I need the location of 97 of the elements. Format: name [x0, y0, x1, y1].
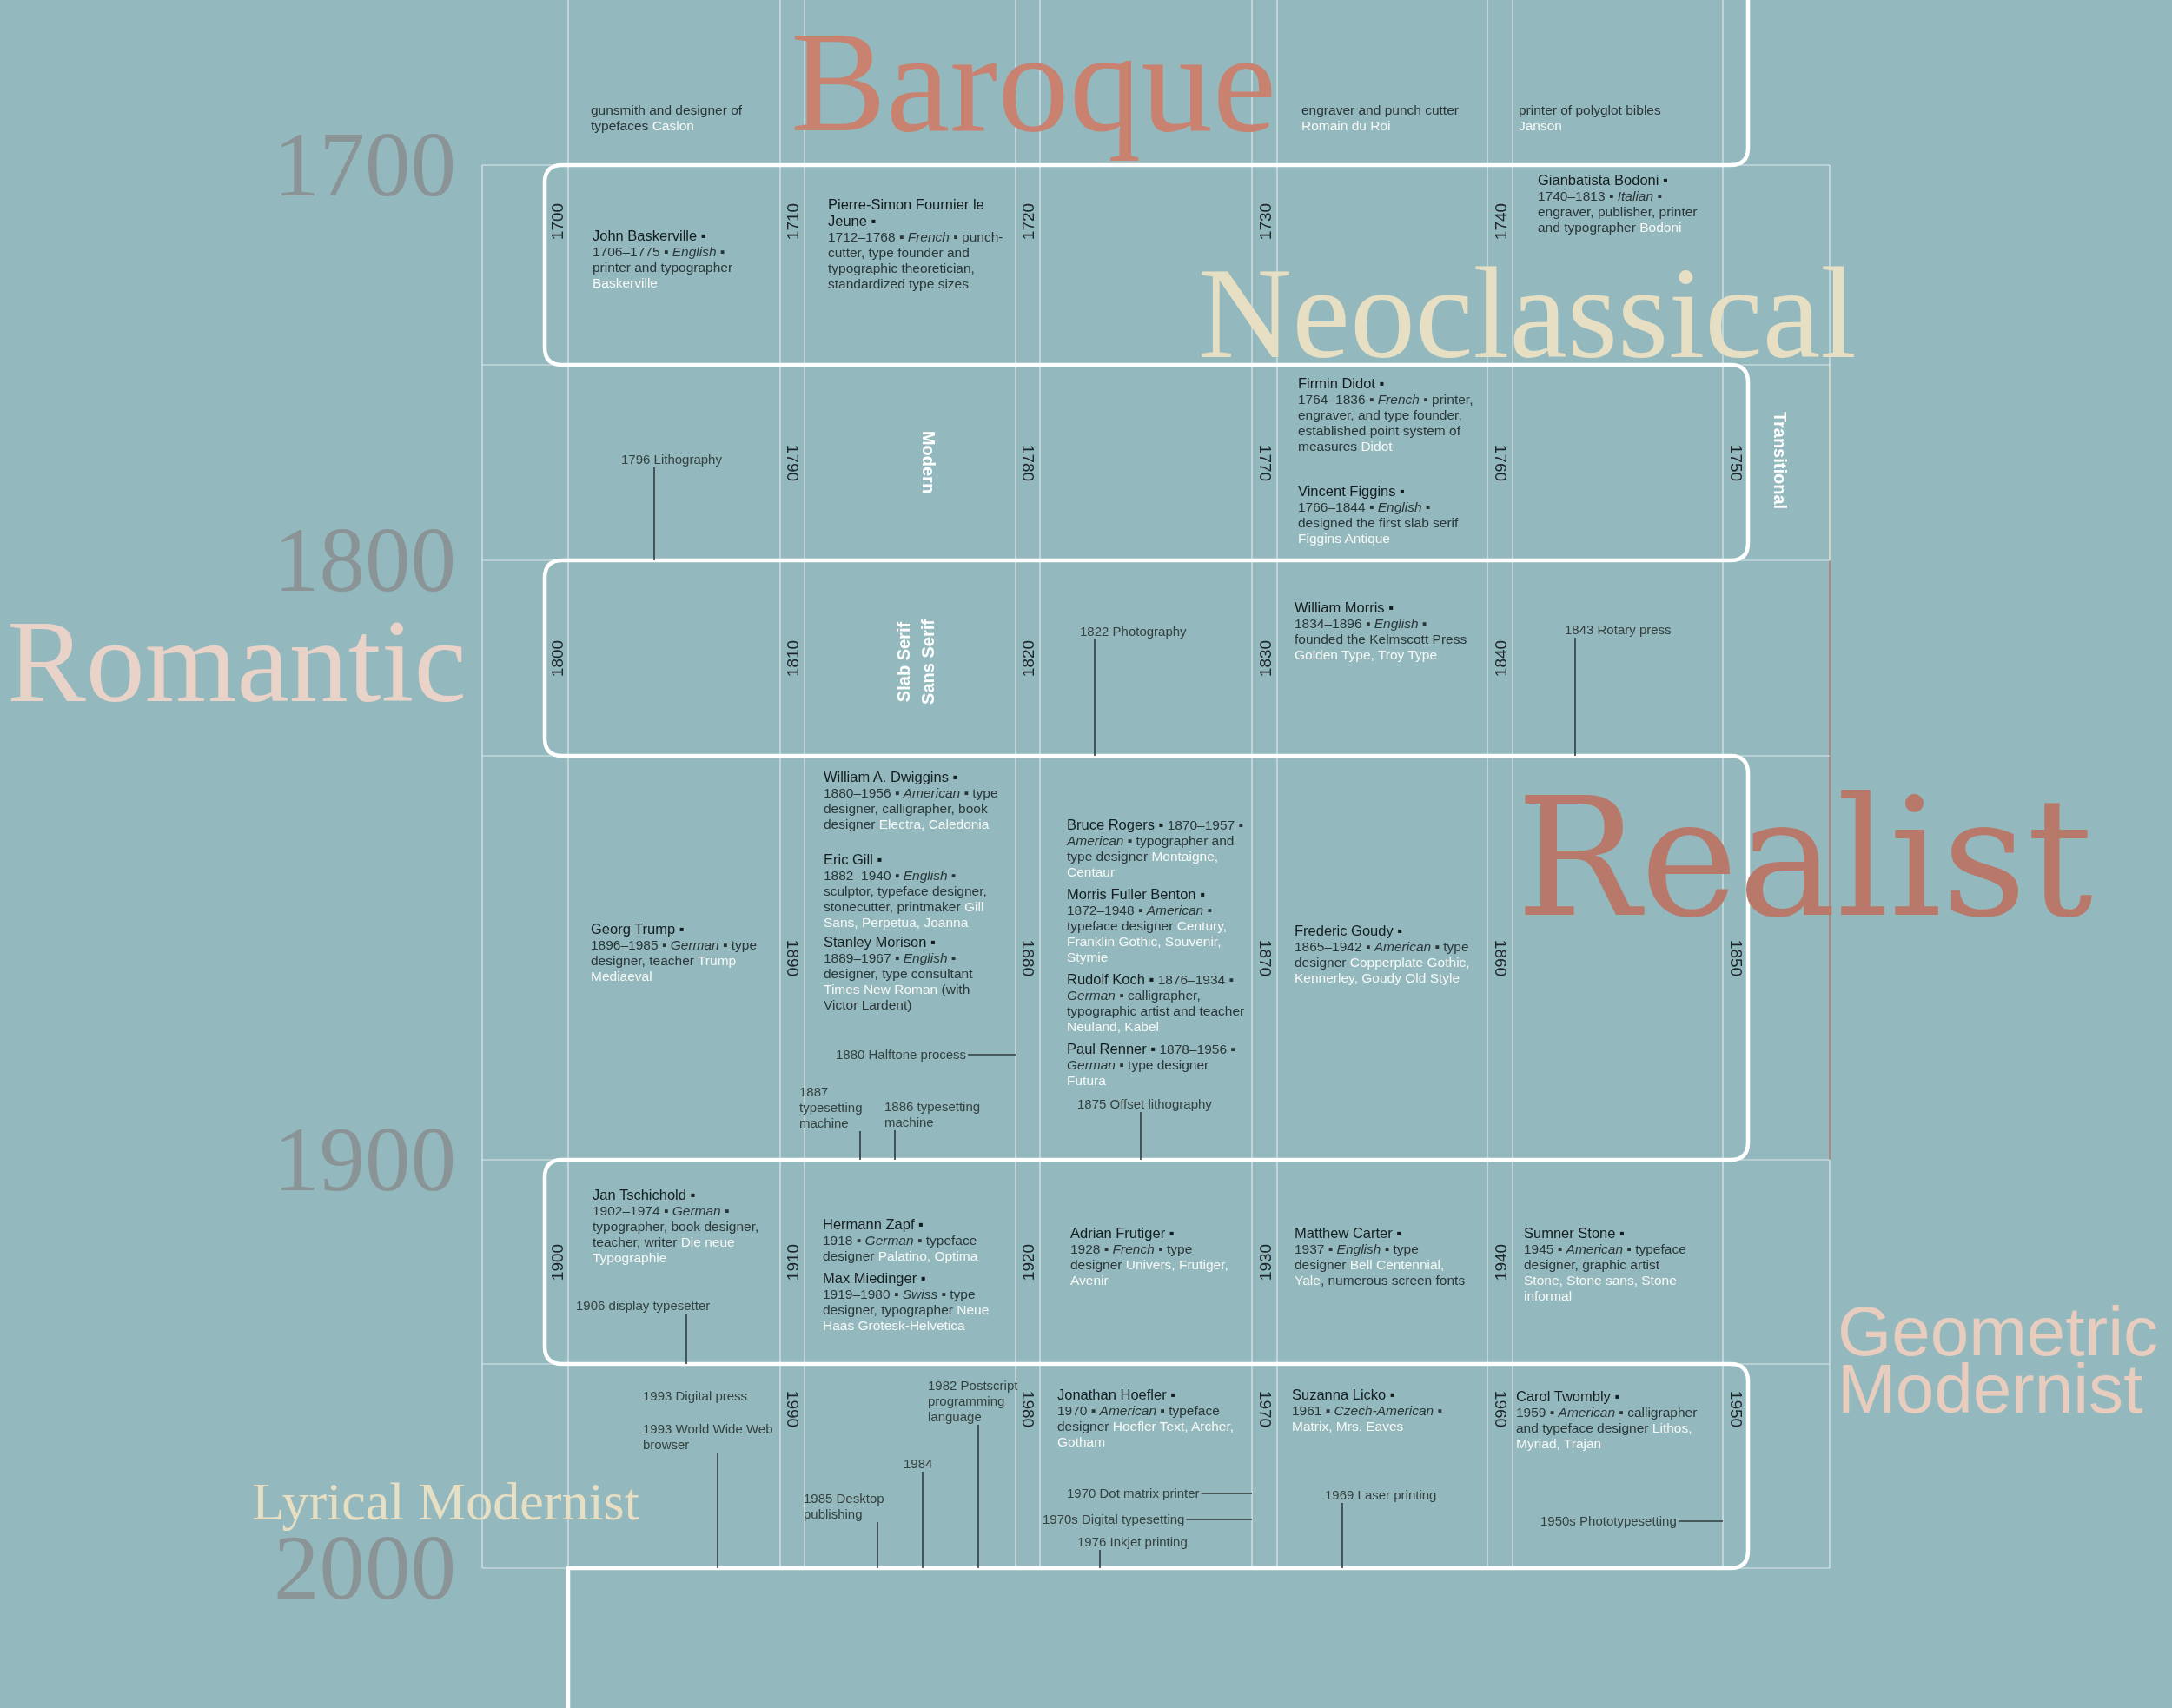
event-note: 1887 typesetting machine: [799, 1084, 869, 1131]
leader-line: [967, 1054, 1016, 1056]
event-note: 1875 Offset lithography: [1077, 1096, 1212, 1112]
event-note: 1993 World Wide Web browser: [643, 1421, 773, 1453]
event-note: 1976 Inkjet printing: [1077, 1534, 1188, 1550]
decade-label: 1950: [1726, 1390, 1745, 1428]
event-note: 1796 Lithography: [621, 452, 722, 467]
decade-label: 1890: [783, 939, 802, 976]
decade-label: 1860: [1491, 939, 1509, 976]
biography-text: Max Miedinger ▪ 1919–1980 ▪ Swiss ▪ type designer, typographer Neue Haas Grotesk-Helvetica: [823, 1270, 1001, 1334]
leader-line: [859, 1130, 861, 1161]
event-note: 1906 display typesetter: [576, 1298, 711, 1314]
decade-label: 1760: [1491, 444, 1509, 481]
decade-label: 1830: [1255, 639, 1274, 677]
leader-line: [922, 1471, 924, 1569]
biography-text: John Baskerville ▪ 1706–1775 ▪ English ▪ printer and typographer Baskerville: [593, 228, 766, 291]
decade-label: 1720: [1018, 202, 1037, 241]
leader-line: [1185, 1519, 1253, 1520]
event-note: 1886 typesetting machine: [884, 1099, 993, 1130]
era-title: Neoclassical: [1198, 261, 1857, 365]
leader-line: [877, 1521, 878, 1569]
decade-label: 1730: [1255, 202, 1274, 241]
biography-text: Georg Trump ▪ 1896–1985 ▪ German ▪ type designer, teacher Trump Mediaeval: [591, 921, 765, 984]
decade-label: 1910: [783, 1243, 802, 1281]
event-note: 1843 Rotary press: [1565, 622, 1672, 638]
event-note: 1984: [904, 1456, 933, 1472]
event-note: 1970s Digital typesetting: [1043, 1512, 1185, 1527]
leader-line: [1341, 1502, 1343, 1569]
leader-line: [1094, 639, 1096, 757]
era-title: Baroque: [791, 2, 1276, 162]
event-note: 1969 Laser printing: [1325, 1487, 1437, 1503]
decade-label: 1960: [1491, 1390, 1509, 1428]
decade-label: 1770: [1255, 444, 1274, 481]
event-note: 1950s Phototypesetting: [1540, 1513, 1677, 1529]
decade-label: 1940: [1491, 1243, 1509, 1281]
decade-label: 1840: [1491, 639, 1509, 677]
biography-text: Rudolf Koch ▪ 1876–1934 ▪ German ▪ calligrapher, typographic artist and teacher Neuland, Kabel: [1067, 971, 1248, 1035]
biography-text: Stanley Morison ▪ 1889–1967 ▪ English ▪ designer, type consultant Times New Roman (with Victor Lardent): [824, 934, 989, 1013]
leader-line: [685, 1313, 687, 1365]
biography-text: Jonathan Hoefler ▪ 1970 ▪ American ▪ typeface designer Hoefler Text, Archer, Gotham: [1057, 1387, 1235, 1450]
event-note: 1970 Dot matrix printer: [1067, 1486, 1200, 1501]
event-note: 1880 Halftone process: [836, 1047, 967, 1063]
style-label: Modern: [917, 430, 938, 494]
decade-label: 1780: [1018, 444, 1037, 481]
era-title: Geometric Modernist: [1838, 1303, 2159, 1418]
decade-label: 1870: [1255, 939, 1274, 976]
decade-label: 1700: [547, 202, 566, 241]
biography-text: Firmin Didot ▪ 1764–1836 ▪ French ▪ printer, engraver, and type founder, established point system of measures Didot: [1298, 375, 1476, 454]
event-note: 1985 Desktop publishing: [804, 1491, 891, 1522]
decade-label: 1930: [1255, 1243, 1274, 1281]
biography-text: engraver and punch cutter Romain du Roi: [1301, 103, 1493, 134]
leader-line: [1099, 1549, 1101, 1569]
biography-text: Eric Gill ▪ 1882–1940 ▪ English ▪ sculptor, typeface designer, stonecutter, printmaker Gill Sans, Perpetua, Joanna: [824, 851, 1002, 930]
biography-text: Bruce Rogers ▪ 1870–1957 ▪ American ▪ typographer and type designer Montaigne, Centaur: [1067, 817, 1248, 880]
decade-label: 1990: [783, 1390, 802, 1428]
decade-label: 1800: [547, 639, 566, 677]
event-note: 1822 Photography: [1080, 624, 1187, 639]
leader-line: [1140, 1111, 1142, 1161]
biography-text: Suzanna Licko ▪ 1961 ▪ Czech-American ▪ Matrix, Mrs. Eaves: [1292, 1387, 1470, 1434]
event-note: 1993 Digital press: [643, 1388, 748, 1404]
style-label: Slab Serif: [893, 621, 914, 703]
biography-text: William Morris ▪ 1834–1896 ▪ English ▪ founded the Kelmscott Press Golden Type, Troy Type: [1295, 599, 1473, 663]
decade-label: 1920: [1018, 1243, 1037, 1281]
decade-label: 1900: [547, 1243, 566, 1281]
biography-text: Morris Fuller Benton ▪ 1872–1948 ▪ American ▪ typeface designer Century, Franklin Gothic, Souvenir, Stymie: [1067, 886, 1248, 965]
leader-line: [653, 467, 655, 561]
biography-text: Frederic Goudy ▪ 1865–1942 ▪ American ▪ type designer Copperplate Gothic, Kennerley, Goudy Old Style: [1295, 923, 1473, 986]
leader-line: [1678, 1520, 1724, 1522]
biography-text: Jan Tschichold ▪ 1902–1974 ▪ German ▪ typographer, book designer, teacher, writer Die neue Typographie: [593, 1187, 771, 1266]
decade-label: 1880: [1018, 939, 1037, 976]
decade-label: 1820: [1018, 639, 1037, 677]
style-label: Transitional: [1769, 411, 1790, 510]
biography-text: Paul Renner ▪ 1878–1956 ▪ German ▪ type designer Futura: [1067, 1041, 1248, 1089]
leader-line: [1574, 637, 1576, 757]
biography-text: Carol Twombly ▪ 1959 ▪ American ▪ calligrapher and typeface designer Lithos, Myriad, Trajan: [1516, 1388, 1703, 1452]
decade-label: 1810: [783, 639, 802, 677]
decade-label: 1750: [1726, 444, 1745, 481]
decade-label: 1740: [1491, 202, 1509, 241]
biography-text: Sumner Stone ▪ 1945 ▪ American ▪ typeface designer, graphic artist Stone, Stone sans, Stone informal: [1524, 1225, 1702, 1304]
biography-text: Hermann Zapf ▪ 1918 ▪ German ▪ typeface designer Palatino, Optima: [823, 1216, 1001, 1264]
biography-text: Pierre-Simon Fournier le Jeune ▪ 1712–1768 ▪ French ▪ punch-cutter, type founder and typographic theoretician, standardized type sizes: [828, 196, 1006, 292]
biography-text: gunsmith and designer of typefaces Caslon: [591, 103, 782, 134]
decade-label: 1970: [1255, 1390, 1274, 1428]
decade-label: 1790: [783, 444, 802, 481]
biography-text: Vincent Figgins ▪ 1766–1844 ▪ English ▪ designed the first slab serif Figgins Antique: [1298, 483, 1476, 546]
biography-text: Gianbatista Bodoni ▪ 1740–1813 ▪ Italian ▪ engraver, publisher, printer and typographer Bodoni: [1538, 172, 1716, 235]
biography-text: Matthew Carter ▪ 1937 ▪ English ▪ type designer Bell Centennial, Yale, numerous screen fonts: [1295, 1225, 1473, 1288]
style-label: Sans Serif: [917, 619, 938, 705]
era-title: Romantic: [7, 612, 467, 710]
biography-text: printer of polyglot bibles Janson: [1519, 103, 1705, 134]
leader-line: [977, 1424, 979, 1569]
decade-label: 1710: [783, 202, 802, 241]
leader-line: [717, 1452, 718, 1569]
biography-text: William A. Dwiggins ▪ 1880–1956 ▪ American ▪ type designer, calligrapher, book designer Electra, Caledonia: [824, 769, 1002, 832]
biography-text: Adrian Frutiger ▪ 1928 ▪ French ▪ type designer Univers, Frutiger, Avenir: [1070, 1225, 1244, 1288]
leader-line: [1200, 1493, 1253, 1494]
leader-line: [894, 1129, 896, 1161]
